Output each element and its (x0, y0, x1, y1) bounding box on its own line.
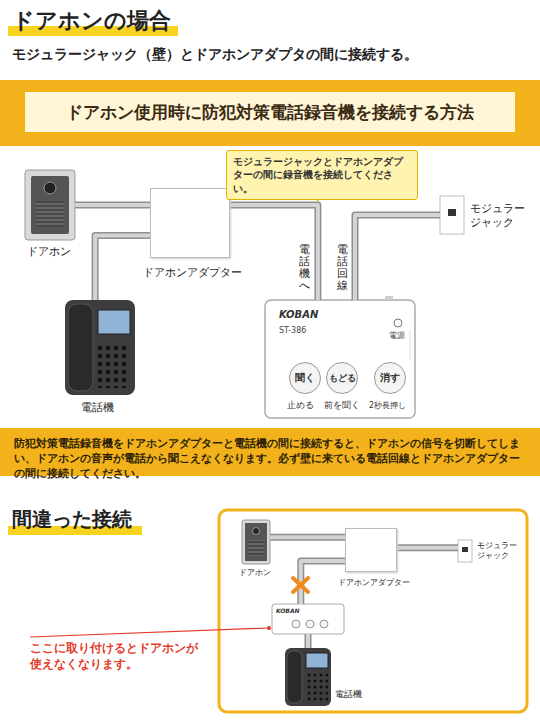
cable-core (301, 561, 345, 604)
doorphone-text: ドアホン (27, 244, 71, 259)
adapter-box-text: ドアホンアダプター (143, 265, 242, 280)
cable-core (95, 236, 150, 300)
cable-outline (95, 236, 150, 300)
cable (230, 205, 318, 300)
recorder-text: KOBAN (276, 607, 300, 614)
doorphone: ドアホン (242, 520, 270, 564)
adapter-box: ドアホンアダプター (150, 188, 230, 258)
panel-band (0, 428, 540, 476)
frame (219, 510, 527, 712)
cable-core (306, 634, 310, 648)
cable (308, 634, 309, 648)
recorder-text: ST-386 (279, 326, 306, 335)
cable-outline (397, 544, 458, 551)
button-text: もどる (329, 372, 356, 385)
adapter-box: ドアホンアダプター (345, 528, 397, 572)
cable-label: 電話回線 (337, 244, 348, 292)
panel-body (0, 146, 540, 428)
cable-core (75, 203, 150, 207)
doorphone-text: ドアホン (239, 567, 271, 578)
recorder: KOBAN (272, 604, 344, 634)
leader-dot (267, 626, 271, 630)
modular-jack-figure (458, 540, 472, 562)
title-band-text: ドアホン使用時に防犯対策電話録音機を接続する方法 (66, 101, 474, 124)
cable-outline (305, 634, 312, 648)
label: 間違った接続 (12, 506, 132, 533)
cable-core (397, 546, 458, 550)
cable-core (230, 205, 318, 300)
telephone-figure (285, 648, 331, 706)
heading-highlight (8, 526, 142, 535)
cable-outline (75, 202, 150, 209)
label: モジュラージャック（壁）とドアホンアダプタの間に接続する。 (12, 46, 418, 64)
cable (95, 236, 150, 300)
telephone: 電話機 (285, 648, 331, 706)
button: 消す (374, 362, 406, 394)
cable (301, 561, 345, 604)
note-band-text: 防犯対策電話録音機をドアホンアダプターと電話機の間に接続すると、ドアホンの信号を… (14, 436, 526, 482)
recorder-figure (272, 604, 344, 634)
recorder-text: KOBAN (279, 309, 318, 320)
callout-bubble-text: モジュラージャックとドアホンアダプターの間に録音機を接続してください。 (233, 155, 411, 195)
cable (75, 205, 150, 206)
label: ここに取り付けるとドアホンが使えなくなります。 (30, 641, 200, 672)
page-title: ドアホンの場合 (12, 6, 171, 36)
recorder-figure (265, 296, 415, 418)
leader-line (30, 628, 268, 637)
button-text: 消す (380, 371, 400, 385)
cable-outline (230, 205, 318, 300)
callout-pointer (309, 187, 327, 201)
adapter-box-text: ドアホンアダプター (338, 577, 410, 588)
cable-outline (270, 534, 345, 541)
note-band: 防犯対策電話録音機をドアホンアダプターと電話機の間に接続すると、ドアホンの信号を… (10, 433, 530, 485)
cable-label: 電話機へ (299, 244, 310, 292)
cross-mark (293, 578, 308, 592)
doorphone-figure (242, 520, 270, 564)
modular-jack-text: モジュラー ジャック (470, 202, 532, 231)
doorphone: ドアホン (25, 170, 75, 240)
modular-jack: モジュラー ジャック (440, 196, 464, 234)
heading-highlight (8, 26, 178, 36)
recorder-text: 止める (287, 399, 314, 412)
cable-outline (355, 215, 440, 300)
modular-jack: モジュラー ジャック (458, 540, 472, 562)
telephone-figure (65, 300, 135, 395)
button-text: 聞く (295, 371, 315, 385)
cable (397, 547, 458, 548)
doorphone-figure (25, 170, 75, 240)
recorder: KOBAN ST-386 電源止める前を聞く 2秒長押し 聞く もどる 消す (265, 300, 415, 418)
modular-jack-text: モジュラー ジャック (477, 541, 523, 562)
modular-jack-figure (440, 196, 464, 234)
cable-core (355, 215, 440, 300)
callout-bubble: モジュラージャックとドアホンアダプターの間に録音機を接続してください。 (226, 150, 418, 200)
button: もどる (326, 362, 358, 394)
button: 聞く (289, 362, 321, 394)
recorder-text: 2秒長押し (369, 400, 406, 411)
cable-core (270, 535, 345, 539)
cable (270, 537, 345, 538)
panel-band (0, 80, 540, 146)
telephone: 電話機 (65, 300, 135, 395)
cable (355, 215, 440, 300)
telephone-text: 電話機 (81, 400, 114, 415)
recorder-text: 前を聞く (324, 399, 360, 412)
title-band: ドアホン使用時に防犯対策電話録音機を接続する方法 (25, 92, 515, 132)
cable-outline (301, 561, 345, 604)
recorder-text: 電源 (389, 330, 405, 341)
telephone-text: 電話機 (335, 688, 362, 701)
